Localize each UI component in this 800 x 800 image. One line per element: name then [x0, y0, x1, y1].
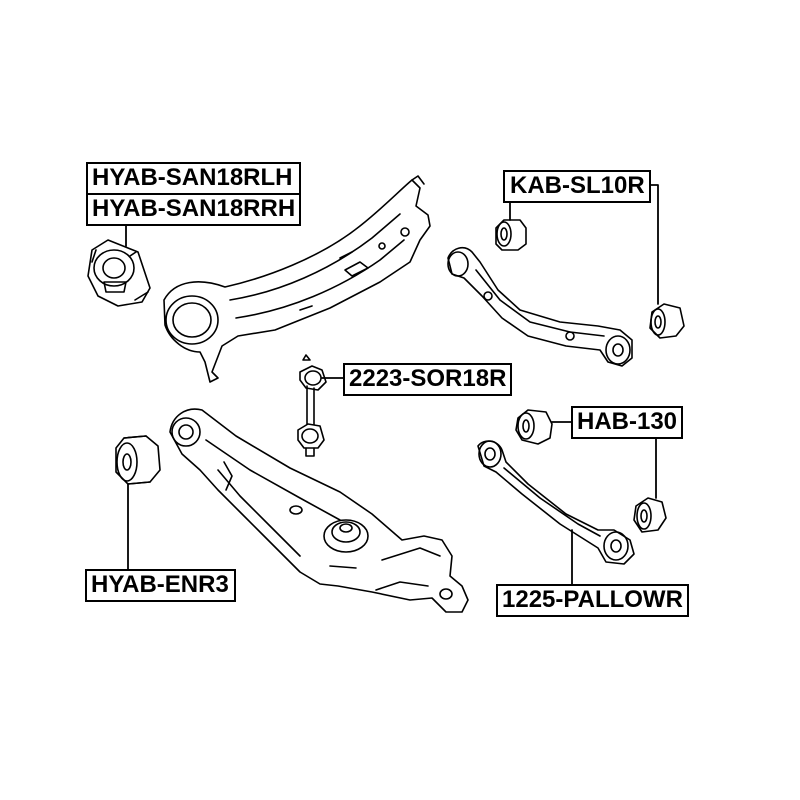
part-label-2223-sor18r[interactable]: 2223-SOR18R: [343, 363, 513, 396]
part-label-hab-130[interactable]: HAB-130: [571, 406, 684, 439]
bushing-hab-bottom: [633, 497, 667, 533]
part-label-hyab-san18rlh[interactable]: HYAB-SAN18RLH: [86, 162, 302, 195]
lateral-link: [477, 440, 635, 565]
part-label-kab-sl10r[interactable]: KAB-SL10R: [503, 170, 651, 203]
part-label-hyab-enr3[interactable]: HYAB-ENR3: [85, 569, 236, 602]
bushing-enr3: [115, 435, 161, 485]
part-label-hyab-san18rrh[interactable]: HYAB-SAN18RRH: [86, 195, 302, 226]
label-group-san18r: HYAB-SAN18RLH HYAB-SAN18RRH: [86, 162, 302, 226]
part-label-1225-pallowr[interactable]: 1225-PALLOWR: [496, 584, 689, 617]
lower-control-arm: [169, 408, 469, 613]
upper-control-arm: [447, 246, 633, 367]
trailing-arm: [163, 175, 431, 383]
stabilizer-link: [297, 354, 327, 457]
bushing-hab-top: [515, 409, 553, 445]
bushing-san18r: [87, 239, 151, 307]
bushing-kab-right: [649, 303, 685, 339]
bushing-kab-top: [495, 219, 527, 251]
